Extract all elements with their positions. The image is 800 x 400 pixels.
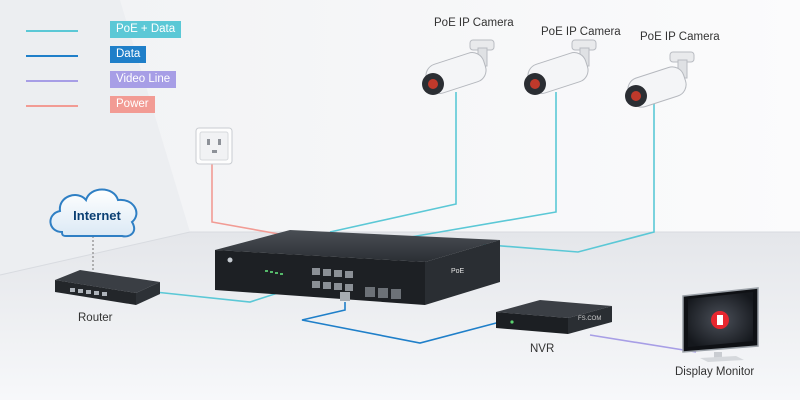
legend-label-video-line: Video Line (110, 71, 177, 88)
legend-label-data: Data (110, 46, 147, 63)
camera-2 (524, 39, 597, 95)
left-wall (0, 0, 190, 275)
display-monitor (682, 287, 759, 362)
legend-label-power: Power (110, 96, 155, 113)
switch-nvr-cable (301, 302, 501, 344)
router-device (55, 270, 160, 305)
floor (0, 232, 800, 400)
camera-3-poe-cable (451, 92, 655, 253)
nvr-label: NVR (530, 343, 555, 355)
legend-label-poe-data: PoE + Data (110, 21, 182, 38)
power-outlet (195, 127, 233, 165)
camera-2-label: PoE IP Camera (541, 26, 621, 38)
internet-cloud (49, 188, 138, 238)
legend-line-power (26, 105, 78, 107)
switch-poe-badge: PoE (451, 268, 465, 275)
legend-line-poe-data (26, 30, 78, 32)
camera-2-poe-cable (404, 92, 557, 239)
poe-switch (215, 230, 500, 305)
camera-1-poe-cable (329, 92, 457, 233)
camera-1 (422, 39, 495, 95)
camera-1-label: PoE IP Camera (434, 17, 514, 29)
corner-edge (0, 231, 191, 276)
camera-3-label: PoE IP Camera (640, 31, 720, 43)
camera-3 (625, 51, 695, 108)
nvr-brand-label: FS.COM (578, 316, 602, 322)
internet-label: Internet (73, 208, 121, 223)
back-wall (120, 0, 800, 232)
power-cable (211, 163, 291, 237)
monitor-label: Display Monitor (675, 366, 755, 378)
nvr-device (496, 300, 612, 334)
nvr-monitor-video-cable (589, 334, 697, 353)
router-label: Router (78, 312, 113, 324)
legend-line-video-line (26, 80, 78, 82)
legend-line-data (26, 55, 78, 57)
